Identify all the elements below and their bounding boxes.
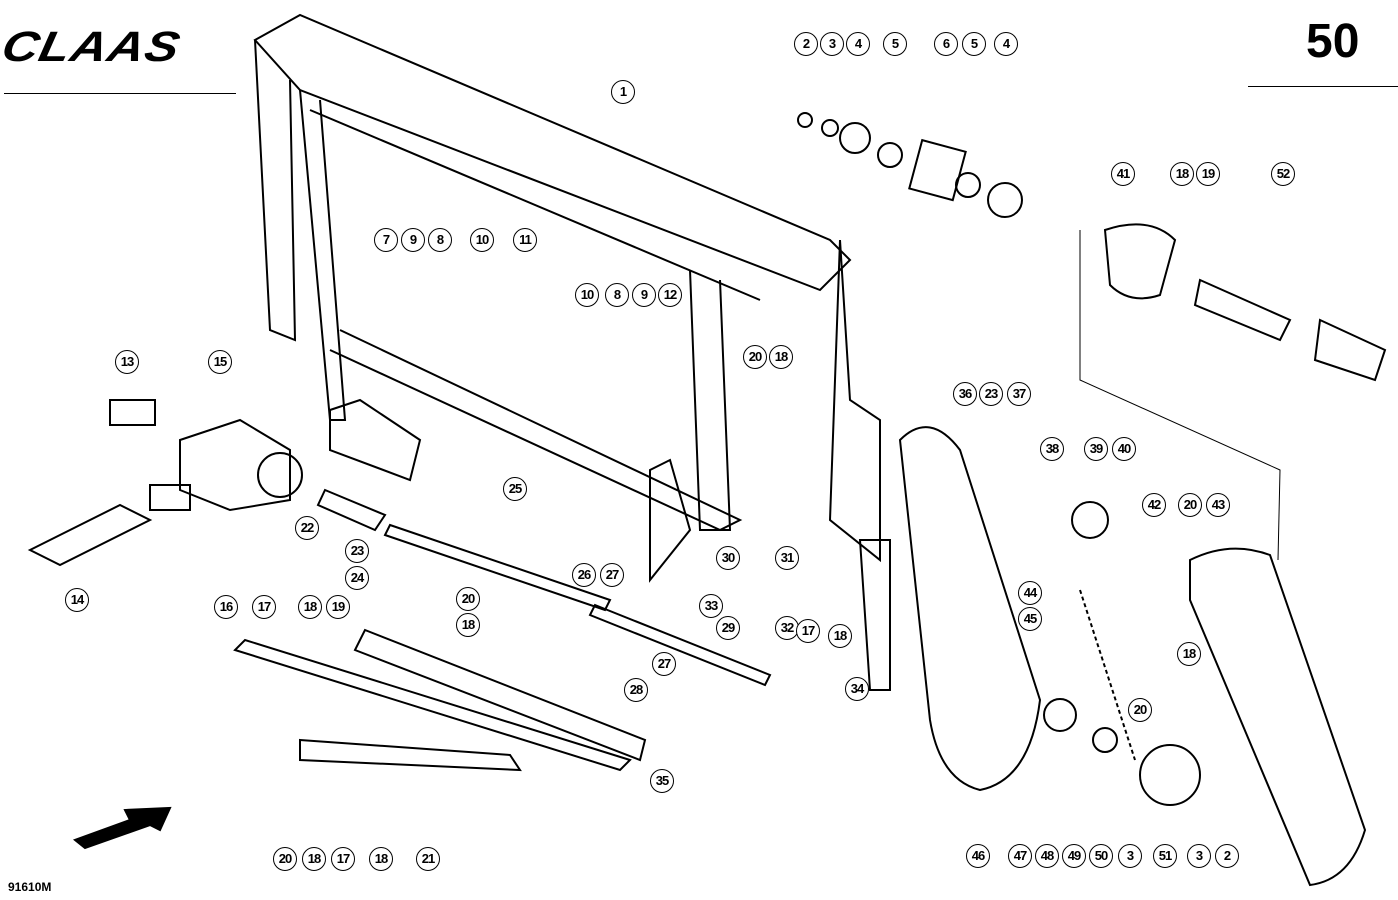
part-callout: 26 xyxy=(572,563,596,587)
part-callout: 3 xyxy=(820,32,844,56)
part-callout: 20 xyxy=(1128,698,1152,722)
part-callout: 38 xyxy=(1040,437,1064,461)
part-callout: 46 xyxy=(966,844,990,868)
part-callout: 19 xyxy=(326,595,350,619)
part-callout: 1 xyxy=(611,80,635,104)
part-callout: 18 xyxy=(302,847,326,871)
part-callout: 20 xyxy=(1178,493,1202,517)
cover-and-pto xyxy=(1079,223,1387,887)
part-callout: 44 xyxy=(1018,581,1042,605)
part-callout: 13 xyxy=(115,350,139,374)
part-callout: 8 xyxy=(428,228,452,252)
part-callout: 8 xyxy=(605,283,629,307)
part-callout: 18 xyxy=(298,595,322,619)
part-callout: 2 xyxy=(794,32,818,56)
part-callout: 3 xyxy=(1187,844,1211,868)
part-callout: 18 xyxy=(1177,642,1201,666)
part-callout: 9 xyxy=(401,228,425,252)
part-callout: 10 xyxy=(470,228,494,252)
part-callout: 18 xyxy=(828,624,852,648)
part-callout: 4 xyxy=(994,32,1018,56)
part-callout: 15 xyxy=(208,350,232,374)
part-callout: 23 xyxy=(345,539,369,563)
part-callout: 51 xyxy=(1153,844,1177,868)
part-callout: 36 xyxy=(953,382,977,406)
main-frame xyxy=(253,13,891,691)
drawing-id: 91610M xyxy=(8,880,52,894)
chain-drive xyxy=(898,426,1201,806)
part-callout: 39 xyxy=(1084,437,1108,461)
part-callout: 48 xyxy=(1035,844,1059,868)
part-callout: 49 xyxy=(1062,844,1086,868)
part-callout: 10 xyxy=(575,283,599,307)
part-callout: 34 xyxy=(845,677,869,701)
part-callout: 27 xyxy=(600,563,624,587)
part-callout: 3 xyxy=(1118,844,1142,868)
part-callout: 43 xyxy=(1206,493,1230,517)
part-callout: 18 xyxy=(1170,162,1194,186)
part-callout: 42 xyxy=(1142,493,1166,517)
part-callout: 11 xyxy=(513,228,537,252)
bearing-assembly-top xyxy=(797,112,1023,218)
part-callout: 47 xyxy=(1008,844,1032,868)
header-divider xyxy=(4,93,236,94)
part-callout: 22 xyxy=(295,516,319,540)
part-callout: 20 xyxy=(273,847,297,871)
part-callout: 17 xyxy=(252,595,276,619)
part-callout: 9 xyxy=(632,283,656,307)
part-callout: 18 xyxy=(456,613,480,637)
part-callout: 18 xyxy=(369,847,393,871)
part-callout: 14 xyxy=(65,588,89,612)
part-callout: 17 xyxy=(796,619,820,643)
part-callout: 20 xyxy=(743,345,767,369)
part-callout: 21 xyxy=(416,847,440,871)
part-callout: 2 xyxy=(1215,844,1239,868)
part-callout: 4 xyxy=(846,32,870,56)
header-divider-right xyxy=(1248,86,1398,87)
part-callout: 5 xyxy=(883,32,907,56)
part-callout: 5 xyxy=(962,32,986,56)
part-callout: 12 xyxy=(658,283,682,307)
part-callout: 30 xyxy=(716,546,740,570)
part-callout: 37 xyxy=(1007,382,1031,406)
gearbox xyxy=(27,399,387,567)
part-callout: 33 xyxy=(699,594,723,618)
part-callout: 27 xyxy=(652,652,676,676)
part-callout: 41 xyxy=(1111,162,1135,186)
part-callout: 16 xyxy=(214,595,238,619)
part-callout: 18 xyxy=(769,345,793,369)
part-callout: 28 xyxy=(624,678,648,702)
page-number: 50 xyxy=(1306,15,1360,68)
part-callout: 25 xyxy=(503,477,527,501)
part-callout: 7 xyxy=(374,228,398,252)
part-callout: 52 xyxy=(1271,162,1295,186)
part-callout: 19 xyxy=(1196,162,1220,186)
part-callout: 35 xyxy=(650,769,674,793)
part-callout: 20 xyxy=(456,587,480,611)
part-callout: 17 xyxy=(331,847,355,871)
part-callout: 32 xyxy=(775,616,799,640)
part-callout: 23 xyxy=(979,382,1003,406)
part-callout: 40 xyxy=(1112,437,1136,461)
part-callout: 29 xyxy=(716,616,740,640)
part-callout: 31 xyxy=(775,546,799,570)
part-callout: 6 xyxy=(934,32,958,56)
shafts-and-rails xyxy=(72,523,772,850)
part-callout: 45 xyxy=(1018,607,1042,631)
part-callout: 50 xyxy=(1089,844,1113,868)
part-callout: 24 xyxy=(345,566,369,590)
